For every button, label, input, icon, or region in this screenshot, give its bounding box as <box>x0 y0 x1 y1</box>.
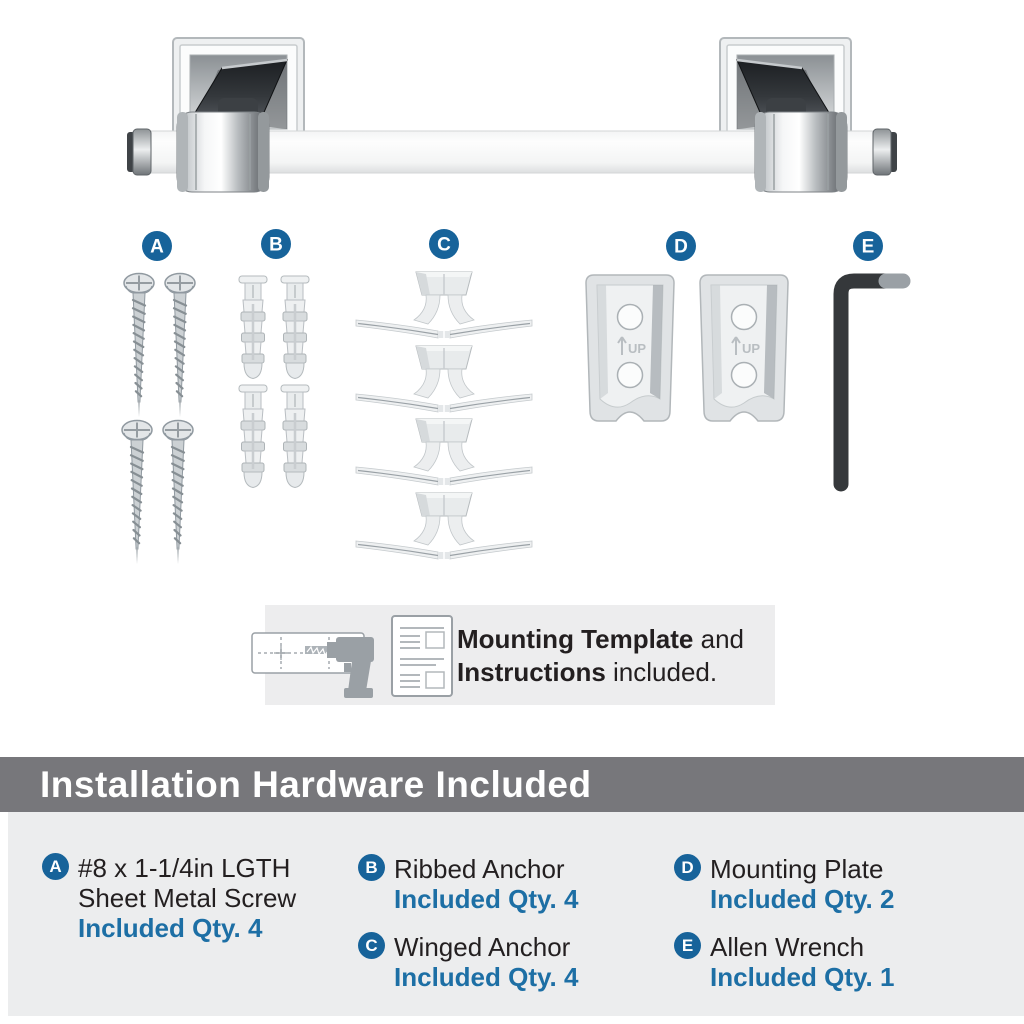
instructions-regular-text: included. <box>605 657 718 687</box>
legend-panel: A #8 x 1-1/4in LGTH Sheet Metal Screw In… <box>8 812 1024 1016</box>
legend-item-allen-wrench-title: Allen Wrench <box>710 932 865 962</box>
screw-icon <box>161 419 195 566</box>
ribbed-anchor-icon <box>279 274 311 380</box>
mounting-plate-icon <box>585 274 675 422</box>
legend-item-winged-anchor: Winged Anchor Included Qty. 4 <box>394 932 578 992</box>
mounting-plate-icon <box>699 274 789 422</box>
section-title: Installation Hardware Included <box>40 764 592 805</box>
mounting-template-drill-icon <box>251 632 374 698</box>
hardware-items-illustration: UP A B C D E <box>120 229 911 566</box>
legend-item-allen-wrench-qty: Included Qty. 1 <box>710 962 895 992</box>
right-barrel <box>754 111 848 193</box>
legend-badge-c-letter: C <box>365 935 378 955</box>
legend-item-screw-qty: Included Qty. 4 <box>78 913 263 943</box>
screw-icon <box>122 272 156 419</box>
acrylic-bar <box>127 128 897 176</box>
hardware-group-label-c: C <box>429 229 459 259</box>
legend-item-winged-anchor-title: Winged Anchor <box>394 932 571 962</box>
winged-anchor-icon <box>355 271 533 339</box>
hardware-group-label-a: A <box>142 231 172 261</box>
svg-text:B: B <box>269 235 283 256</box>
screw-icon <box>163 272 197 419</box>
instructions-document-icon <box>391 615 453 697</box>
ribbed-anchor-icon <box>237 274 269 380</box>
template-box-line1: Mounting Template and <box>457 623 777 656</box>
left-barrel <box>176 111 270 193</box>
screw-icon <box>120 419 154 566</box>
svg-text:E: E <box>862 237 875 258</box>
hardware-group-label-e: E <box>853 231 883 261</box>
svg-text:C: C <box>437 235 451 256</box>
legend-item-allen-wrench: Allen Wrench Included Qty. 1 <box>710 932 894 992</box>
template-box-text: Mounting Template and Instructions inclu… <box>457 623 777 689</box>
ribbed-anchor-icon <box>237 383 269 489</box>
legend-badge-e-letter: E <box>681 935 694 955</box>
legend-item-screw-title-line1: #8 x 1-1/4in LGTH <box>78 853 291 883</box>
legend-badge-a-letter: A <box>49 856 62 876</box>
instructions-bold-text: Instructions <box>457 657 606 687</box>
legend-badge-b-letter: B <box>365 857 378 877</box>
section-banner: Installation Hardware Included <box>0 757 1024 812</box>
hardware-group-label-d: D <box>666 231 696 261</box>
legend-item-screw-title-line2: Sheet Metal Screw <box>78 883 297 913</box>
template-bold-text: Mounting Template <box>457 624 694 654</box>
template-box-line2: Instructions included. <box>457 656 777 689</box>
svg-text:D: D <box>674 237 688 258</box>
allen-wrench-icon <box>833 273 911 492</box>
svg-text:A: A <box>150 237 164 258</box>
legend-item-ribbed-anchor-qty: Included Qty. 4 <box>394 884 579 914</box>
legend-item-mounting-plate-title: Mounting Plate <box>710 854 884 884</box>
legend-badge-a: A <box>42 853 69 880</box>
legend-badge-e: E <box>674 932 701 959</box>
legend-item-mounting-plate-qty: Included Qty. 2 <box>710 884 895 914</box>
legend-item-ribbed-anchor: Ribbed Anchor Included Qty. 4 <box>394 854 578 914</box>
legend-item-ribbed-anchor-title: Ribbed Anchor <box>394 854 565 884</box>
legend-item-mounting-plate: Mounting Plate Included Qty. 2 <box>710 854 894 914</box>
winged-anchor-icon <box>355 418 533 486</box>
template-box-icons <box>251 615 453 698</box>
legend-badge-d-letter: D <box>681 857 694 877</box>
template-regular-text: and <box>693 624 744 654</box>
legend-item-screw: #8 x 1-1/4in LGTH Sheet Metal Screw Incl… <box>78 853 296 943</box>
winged-anchor-icon <box>355 492 533 560</box>
legend-item-winged-anchor-qty: Included Qty. 4 <box>394 962 579 992</box>
winged-anchor-icon <box>355 345 533 413</box>
hardware-group-label-b: B <box>261 229 291 259</box>
towel-bar-product-image <box>127 37 897 193</box>
legend-badge-d: D <box>674 854 701 881</box>
ribbed-anchor-icon <box>279 383 311 489</box>
legend-badge-b: B <box>358 854 385 881</box>
legend-badge-c: C <box>358 932 385 959</box>
